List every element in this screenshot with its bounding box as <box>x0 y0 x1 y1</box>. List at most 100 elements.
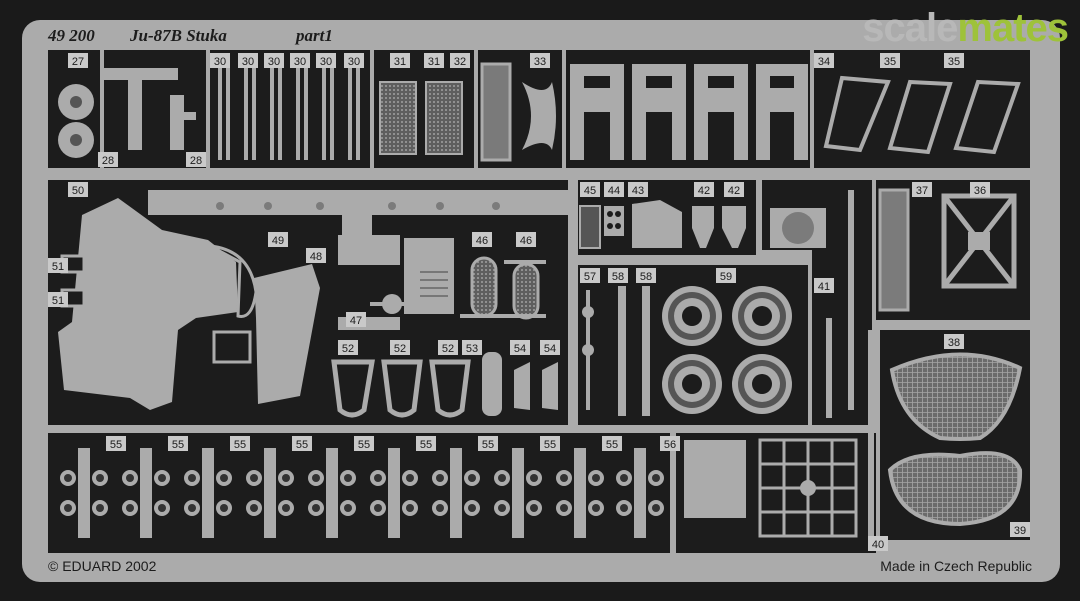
part-number-tag: 51 <box>48 292 68 307</box>
part-number-tag: 37 <box>912 182 932 197</box>
part-number-tag: 30 <box>264 53 284 68</box>
part-number-label: 55 <box>482 439 494 451</box>
part-number-tag: 47 <box>346 312 366 327</box>
part-number-label: 40 <box>872 539 884 551</box>
part-number-tag: 52 <box>438 340 458 355</box>
part-number-tag: 42 <box>694 182 714 197</box>
copyright-text: © EDUARD 2002 <box>48 558 157 574</box>
part-number-tag: 54 <box>510 340 530 355</box>
part-number-label: 52 <box>342 343 354 355</box>
scalemates-watermark: scalemates <box>862 6 1069 50</box>
part-number-label: 56 <box>664 439 676 451</box>
part-number-label: 43 <box>632 185 644 197</box>
middle-left-parts <box>58 196 574 418</box>
part-number-tag: 46 <box>472 232 492 247</box>
part-number-label: 30 <box>214 56 226 68</box>
part-number-label: 55 <box>420 439 432 451</box>
part-number-tag: 30 <box>238 53 258 68</box>
part-number-label: 30 <box>348 56 360 68</box>
part-number-tag: 53 <box>462 340 482 355</box>
part-number-tag: 55 <box>602 436 622 451</box>
part-number-label: 55 <box>172 439 184 451</box>
part-number-tag: 30 <box>344 53 364 68</box>
part-number-tag: 59 <box>716 268 736 283</box>
part-number-tag: 43 <box>628 182 648 197</box>
part-number-tag: 28 <box>186 152 206 167</box>
part-number-label: 37 <box>916 185 928 197</box>
part-number-label: 33 <box>534 56 546 68</box>
part-number-label: 51 <box>52 295 64 307</box>
part-number-label: 41 <box>818 281 830 293</box>
part-number-tag: 32 <box>450 53 470 68</box>
part-number-label: 35 <box>948 56 960 68</box>
part-number-label: 42 <box>728 185 740 197</box>
part-number-label: 52 <box>394 343 406 355</box>
part-number-tag: 54 <box>540 340 560 355</box>
part-number-tag: 42 <box>724 182 744 197</box>
part-number-tag: 55 <box>416 436 436 451</box>
part-number-label: 38 <box>948 337 960 349</box>
part-number-label: 30 <box>294 56 306 68</box>
part-number-tag: 55 <box>106 436 126 451</box>
part-number-label: 58 <box>640 271 652 283</box>
part-number-tag: 51 <box>48 258 68 273</box>
part-number-label: 31 <box>394 56 406 68</box>
part-number-tag: 58 <box>608 268 628 283</box>
part-number-tag: 58 <box>636 268 656 283</box>
part-number-label: 30 <box>242 56 254 68</box>
part-number-tag: 56 <box>660 436 680 451</box>
part-number-label: 47 <box>350 315 362 327</box>
part-number-tag: 34 <box>814 53 834 68</box>
part-number-label: 58 <box>612 271 624 283</box>
origin-text: Made in Czech Republic <box>880 558 1032 574</box>
bottom-row-parts <box>60 330 874 540</box>
part-number-tag: 55 <box>478 436 498 451</box>
part-number-label: 54 <box>514 343 526 355</box>
part-number-tag: 40 <box>868 536 888 551</box>
part-number-tag: 55 <box>230 436 250 451</box>
part-number-label: 50 <box>72 185 84 197</box>
part-number-tag: 39 <box>1010 522 1030 537</box>
part-number-label: 51 <box>52 261 64 273</box>
part-number-tags: 27 28 28 30 30 30 30 30 30 31 31 32 33 34 35 35 50 51 51 49… <box>48 53 1030 551</box>
part-number-tag: 55 <box>168 436 188 451</box>
part-number-tag: 48 <box>306 248 326 263</box>
part-number-label: 53 <box>466 343 478 355</box>
part-number-tag: 41 <box>814 278 834 293</box>
fret-title: Ju-87B Stuka <box>129 26 227 45</box>
part-number-label: 49 <box>272 235 284 247</box>
part-number-tag: 52 <box>338 340 358 355</box>
watermark-scale: scale <box>862 6 958 50</box>
part-number-tag: 31 <box>390 53 410 68</box>
part-number-label: 45 <box>584 185 596 197</box>
part-number-label: 59 <box>720 271 732 283</box>
part-number-label: 35 <box>884 56 896 68</box>
part-number-label: 30 <box>268 56 280 68</box>
part-number-tag: 35 <box>944 53 964 68</box>
part-number-tag: 36 <box>970 182 990 197</box>
top-row-parts <box>58 62 1021 162</box>
part-number-label: 30 <box>320 56 332 68</box>
part-number-label: 52 <box>442 343 454 355</box>
part-number-tag: 30 <box>210 53 230 68</box>
part-number-label: 42 <box>698 185 710 197</box>
part-number-label: 57 <box>584 271 596 283</box>
part-number-tag: 30 <box>290 53 310 68</box>
part-number-tag: 57 <box>580 268 600 283</box>
part-number-tag: 50 <box>68 182 88 197</box>
part-number-label: 32 <box>454 56 466 68</box>
part-number-tag: 55 <box>354 436 374 451</box>
part-number-tag: 49 <box>268 232 288 247</box>
fret-code: 49 200 <box>47 26 95 45</box>
middle-right-parts <box>579 188 1023 527</box>
part-number-tag: 28 <box>98 152 118 167</box>
part-number-label: 31 <box>428 56 440 68</box>
part-number-tag: 46 <box>516 232 536 247</box>
part-number-label: 27 <box>72 56 84 68</box>
part-number-tag: 52 <box>390 340 410 355</box>
part-number-tag: 27 <box>68 53 88 68</box>
part-number-tag: 44 <box>604 182 624 197</box>
part-number-tag: 45 <box>580 182 600 197</box>
part-number-tag: 55 <box>540 436 560 451</box>
